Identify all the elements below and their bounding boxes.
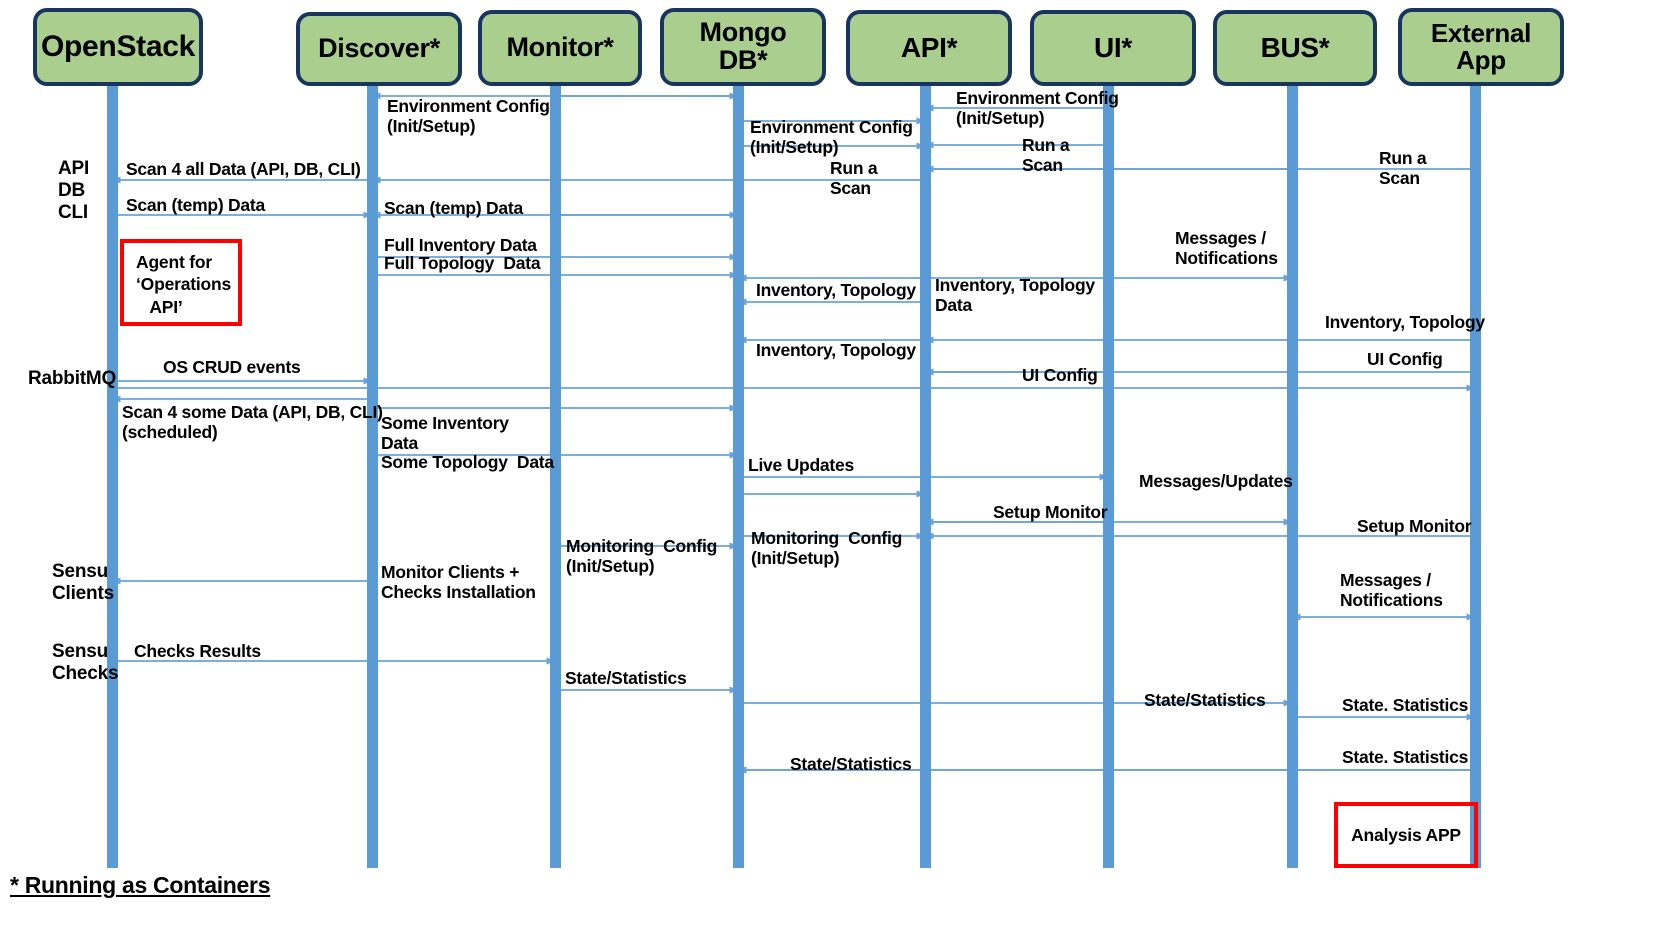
message-label-m40: State. Statistics xyxy=(1342,695,1469,715)
message-label-m26: Some Inventory Data xyxy=(381,413,509,453)
lifeline-externalapp xyxy=(1470,86,1481,868)
message-label-m17: Inventory, Topology xyxy=(756,280,916,300)
message-label-m27: Some Topology Data xyxy=(381,452,554,472)
actor-label-ui: UI* xyxy=(1094,31,1132,63)
message-label-m8: Run a Scan xyxy=(830,158,878,198)
actor-label-mongodb: Mongo DB* xyxy=(699,17,787,75)
message-label-m11: Scan (temp) Data xyxy=(126,195,265,215)
actor-label-monitor: Monitor* xyxy=(506,32,614,63)
message-label-m16: Messages / Notifications xyxy=(1175,228,1278,268)
message-label-m20: Inventory, Topology xyxy=(756,340,916,360)
message-label-m31: Setup Monitor xyxy=(993,502,1108,522)
message-label-m2: Environment Config (Init/Setup) xyxy=(750,117,913,157)
actor-box-discover[interactable]: Discover* xyxy=(296,12,462,86)
message-label-m5: Run a Scan xyxy=(1022,135,1070,175)
message-label-m21: UI Config xyxy=(1022,365,1098,385)
actor-box-monitor[interactable]: Monitor* xyxy=(478,10,642,86)
footnote-running-as-containers: * Running as Containers xyxy=(10,872,271,898)
lifeline-bus xyxy=(1287,86,1298,868)
message-label-m25: Scan 4 some Data (API, DB, CLI) (schedul… xyxy=(122,402,383,442)
message-label-m35: Messages / Notifications xyxy=(1340,570,1443,610)
message-label-m29: Messages/Updates xyxy=(1139,471,1293,491)
message-label-m7: Scan 4 all Data (API, DB, CLI) xyxy=(126,159,361,179)
actor-label-api: API* xyxy=(900,31,958,63)
actor-box-api[interactable]: API* xyxy=(846,10,1012,86)
message-label-m1: Environment Config (Init/Setup) xyxy=(387,96,550,136)
message-label-m15: Full Topology Data xyxy=(384,253,541,273)
message-label-m22: UI Config xyxy=(1367,349,1443,369)
message-label-m42: State/Statistics xyxy=(790,754,912,774)
actor-box-ui[interactable]: UI* xyxy=(1030,10,1196,86)
message-label-m41: State. Statistics xyxy=(1342,747,1469,767)
side-label-api-db-cli: API DB CLI xyxy=(58,158,90,223)
actor-box-openstack[interactable]: OpenStack xyxy=(33,8,203,86)
message-label-m37: Checks Results xyxy=(134,641,261,661)
actor-label-discover: Discover* xyxy=(318,33,440,64)
message-label-m12: Scan (temp) Data xyxy=(384,198,523,218)
note-analysis-app: Analysis APP xyxy=(1334,802,1478,868)
side-label-sensu-clients: Sensu Clients xyxy=(52,561,114,604)
side-label-sensu-checks: Sensu Checks xyxy=(52,641,119,684)
message-label-m33: Monitoring Config (Init/Setup) xyxy=(751,528,903,568)
message-label-m9: Run a Scan xyxy=(1379,148,1427,188)
message-label-m14: Full Inventory Data xyxy=(384,235,537,255)
side-label-rabbitmq: RabbitMQ xyxy=(28,368,117,389)
message-label-m18: Inventory, Topology Data xyxy=(935,275,1095,315)
message-label-m32: Setup Monitor xyxy=(1357,516,1472,536)
message-label-m34: Monitoring Config (Init/Setup) xyxy=(566,536,718,576)
actor-box-mongodb[interactable]: Mongo DB* xyxy=(660,8,826,86)
lifeline-openstack xyxy=(107,86,118,868)
note-agent-operations-api: Agent for ‘Operations API’ xyxy=(120,239,242,326)
actor-label-externalapp: External App xyxy=(1430,18,1532,75)
message-label-m3: Environment Config (Init/Setup) xyxy=(956,88,1119,128)
message-label-m24: OS CRUD events xyxy=(163,357,301,377)
actor-box-bus[interactable]: BUS* xyxy=(1213,10,1377,86)
lifeline-monitor xyxy=(550,86,561,868)
actor-label-bus: BUS* xyxy=(1260,31,1330,63)
lifeline-mongodb xyxy=(733,86,744,868)
note-text-agent-operations-api: Agent for ‘Operations API’ xyxy=(136,252,232,317)
message-label-m39: State/Statistics xyxy=(1144,690,1266,710)
message-label-m28: Live Updates xyxy=(748,455,854,475)
lifeline-discover xyxy=(367,86,378,868)
lifeline-api xyxy=(920,86,931,868)
actor-box-externalapp[interactable]: External App xyxy=(1398,8,1564,86)
message-label-m38: State/Statistics xyxy=(565,668,687,688)
lifeline-ui xyxy=(1103,86,1114,868)
actor-label-openstack: OpenStack xyxy=(40,29,196,63)
note-text-analysis-app: Analysis APP xyxy=(1351,824,1461,845)
message-label-m36: Monitor Clients + Checks Installation xyxy=(381,562,536,602)
message-label-m19: Inventory, Topology xyxy=(1325,312,1485,332)
